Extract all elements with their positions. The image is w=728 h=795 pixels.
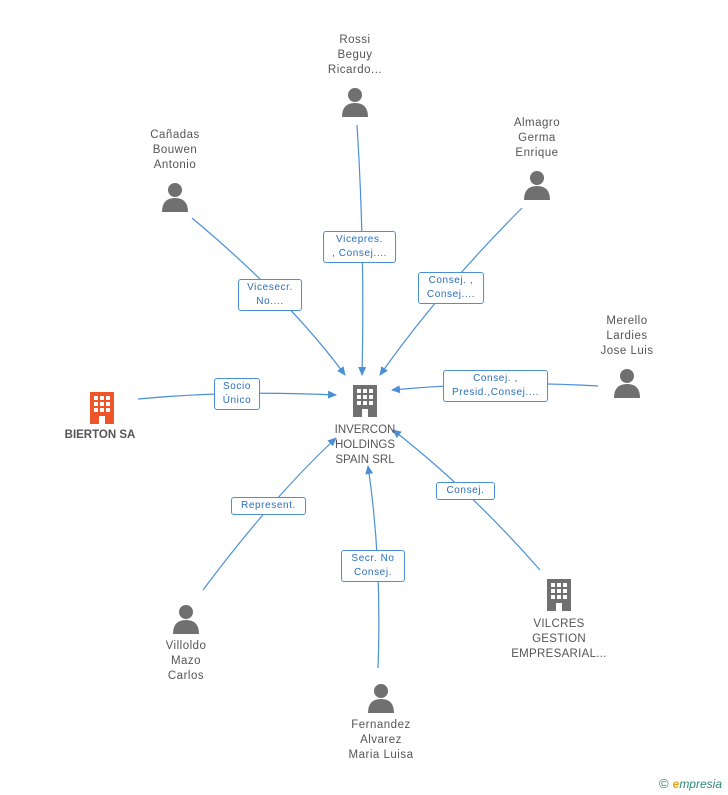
node-label: Almagro Germa Enrique [513, 117, 561, 159]
building-icon [353, 385, 377, 417]
node-label: Rossi Beguy Ricardo... [327, 34, 383, 76]
relation-label-vilcres[interactable]: Consej. [436, 482, 495, 500]
node-bierton[interactable]: BIERTON SA [55, 390, 145, 443]
node-vilcres[interactable]: VILCRES GESTION EMPRESARIAL... [503, 577, 615, 662]
node-almagro[interactable]: Almagro Germa Enrique [492, 116, 582, 200]
person-icon [368, 684, 394, 713]
node-rossi[interactable]: Rossi Beguy Ricardo... [310, 33, 400, 117]
relation-label-merello[interactable]: Consej. , Presid.,Consej.... [443, 370, 548, 402]
brand-logo-letter: e [672, 777, 680, 791]
brand-watermark: ©empresia [659, 776, 722, 791]
building-icon [547, 579, 571, 611]
node-label: VILCRES GESTION EMPRESARIAL... [511, 618, 607, 660]
relation-label-almagro[interactable]: Consej. , Consej.... [418, 272, 484, 304]
person-icon [524, 171, 550, 200]
person-icon [162, 183, 188, 212]
person-icon [173, 605, 199, 634]
building-icon [90, 392, 114, 424]
node-label: Fernandez Alvarez Maria Luisa [348, 719, 414, 761]
relation-label-fernandez[interactable]: Secr. No Consej. [341, 550, 405, 582]
node-canadas[interactable]: Cañadas Bouwen Antonio [130, 128, 220, 212]
person-icon [342, 88, 368, 117]
node-label: INVERCON HOLDINGS SPAIN SRL [334, 424, 396, 466]
node-fernandez[interactable]: Fernandez Alvarez Maria Luisa [326, 683, 436, 763]
relation-label-villoldo[interactable]: Represent. [231, 497, 306, 515]
copyright-symbol: © [659, 776, 669, 791]
node-invercon[interactable]: INVERCON HOLDINGS SPAIN SRL [320, 383, 410, 468]
brand-logo-text: mpresia [679, 777, 722, 791]
relation-label-bierton[interactable]: Socio Único [214, 378, 260, 410]
person-icon [614, 369, 640, 398]
edge-vilcres [392, 429, 541, 571]
node-label: Merello Lardies Jose Luis [600, 315, 654, 357]
node-label: BIERTON SA [64, 429, 136, 441]
node-villoldo[interactable]: Villoldo Mazo Carlos [141, 604, 231, 684]
node-label: Villoldo Mazo Carlos [165, 640, 207, 682]
relation-label-canadas[interactable]: Vicesecr. No.... [238, 279, 302, 311]
node-merello[interactable]: Merello Lardies Jose Luis [582, 314, 672, 398]
relation-label-rossi[interactable]: Vicepres. , Consej.... [323, 231, 396, 263]
node-label: Cañadas Bouwen Antonio [150, 129, 200, 171]
